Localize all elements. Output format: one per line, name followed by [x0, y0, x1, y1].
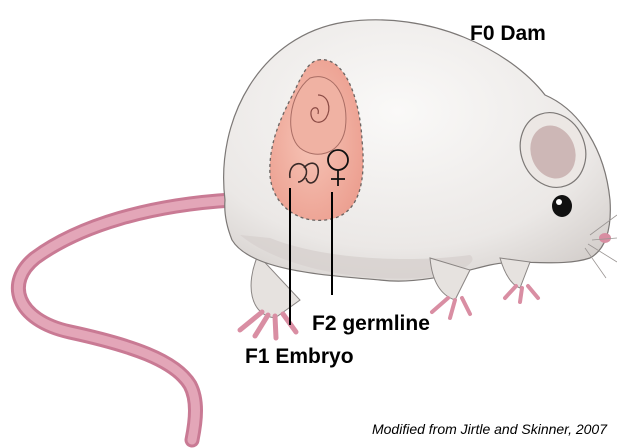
mouse-nose — [599, 233, 611, 243]
label-f2-germline: F2 germline — [312, 312, 430, 336]
label-f0-dam: F0 Dam — [470, 22, 546, 46]
source-credit: Modified from Jirtle and Skinner, 2007 — [372, 421, 607, 437]
front-paw-far — [505, 286, 538, 302]
mouse-eye — [552, 195, 572, 217]
front-leg-far — [500, 258, 530, 288]
back-paw — [240, 312, 296, 338]
eye-highlight — [556, 199, 562, 205]
front-paw — [432, 298, 470, 318]
label-f1-embryo: F1 Embryo — [245, 345, 354, 369]
tail — [18, 200, 232, 440]
